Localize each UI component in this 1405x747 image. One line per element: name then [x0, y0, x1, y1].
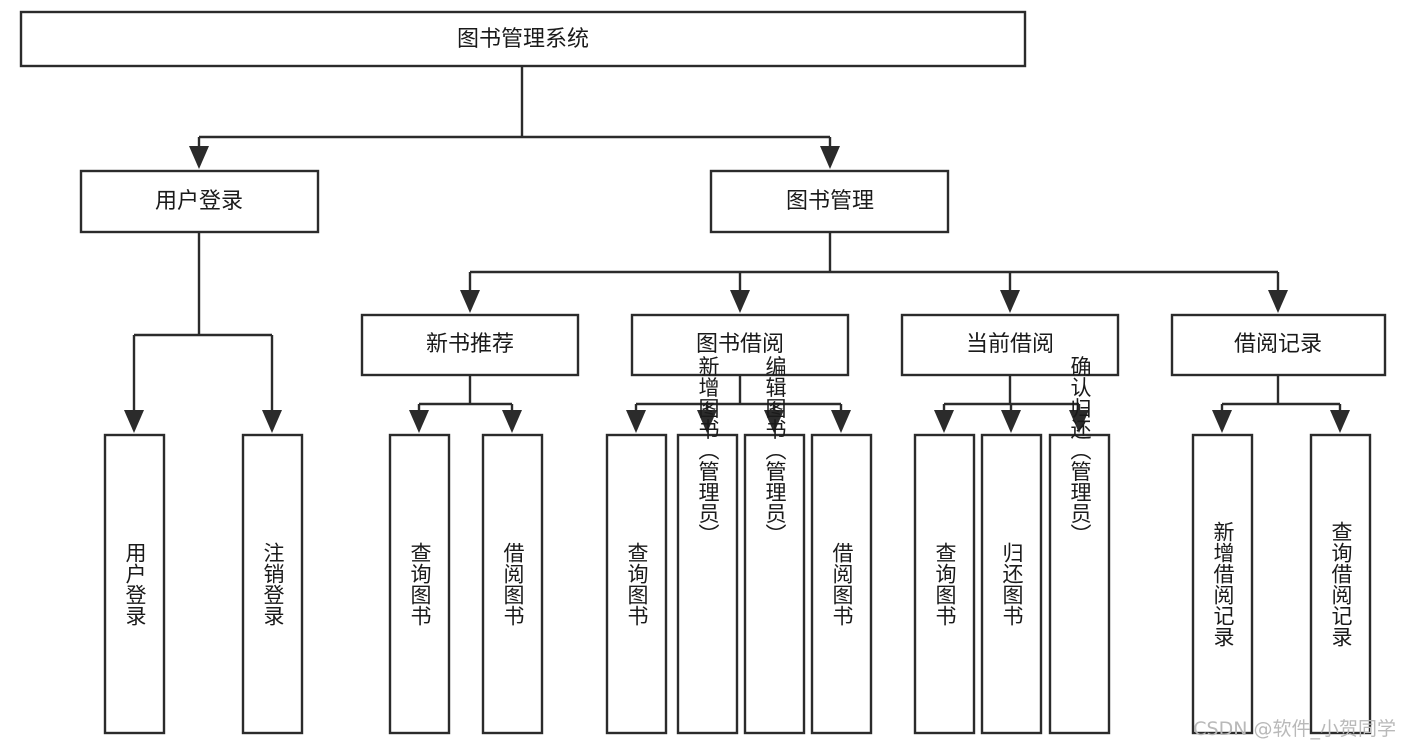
arrow-head-leaf-borrow-book-1: [502, 410, 522, 433]
node-leaf-query-book-1-rect: [388, 433, 451, 735]
node-leaf-user-logout-rect: [241, 433, 304, 735]
node-leaf-add-book-rect: [676, 433, 739, 735]
node-root-book-system[interactable]: 图书管理系统: [19, 10, 1027, 68]
arrow-head-book-borrow: [730, 290, 750, 313]
arrow-head-leaf-add-book: [697, 410, 717, 433]
node-leaf-query-book-3[interactable]: 查询图书: [913, 433, 976, 735]
arrow-head-leaf-confirm-return: [1069, 410, 1089, 433]
node-leaf-user-logout[interactable]: 注销登录: [241, 433, 304, 735]
arrow-head-borrow-record: [1268, 290, 1288, 313]
arrow-head-book-management: [820, 146, 840, 169]
arrow-head-leaf-query-book-3: [934, 410, 954, 433]
node-leaf-add-book[interactable]: 新增图书（管理员）: [676, 356, 739, 735]
node-leaf-borrow-book-1-label: 借阅图书: [501, 542, 525, 626]
arrow-head-leaf-query-book-1: [409, 410, 429, 433]
node-leaf-return-book-rect: [980, 433, 1043, 735]
node-new-book-recommend[interactable]: 新书推荐: [360, 313, 580, 377]
node-leaf-borrow-book-2-label: 借阅图书: [830, 542, 854, 626]
node-leaf-borrow-book-1[interactable]: 借阅图书: [481, 433, 544, 735]
node-current-borrow-label: 当前借阅: [966, 332, 1054, 357]
arrow-head-leaf-return-book: [1001, 410, 1021, 433]
arrow-head-leaf-user-login: [124, 410, 144, 433]
node-current-borrow-rect: [900, 313, 1120, 377]
node-leaf-borrow-book-2-rect: [810, 433, 873, 735]
node-leaf-query-record-rect: [1309, 433, 1372, 735]
node-new-book-recommend-label: 新书推荐: [426, 332, 514, 357]
node-leaf-query-book-1-label: 查询图书: [408, 542, 432, 626]
csdn-watermark: CSDN @软件_小贺同学: [1193, 718, 1396, 740]
arrow-head-leaf-add-record: [1212, 410, 1232, 433]
node-book-borrow-rect: [630, 313, 850, 377]
node-borrow-record[interactable]: 借阅记录: [1170, 313, 1387, 377]
node-leaf-borrow-book-2[interactable]: 借阅图书: [810, 433, 873, 735]
node-leaf-return-book[interactable]: 归还图书: [980, 433, 1043, 735]
node-leaf-user-logout-label: 注销登录: [261, 542, 285, 626]
node-leaf-add-book-label: 新增图书（管理员）: [696, 356, 720, 545]
node-user-login[interactable]: 用户登录: [79, 169, 320, 234]
node-leaf-user-login[interactable]: 用户登录: [103, 433, 166, 735]
node-borrow-record-rect: [1170, 313, 1387, 377]
node-leaf-confirm-return-label: 确认归还（管理员）: [1068, 356, 1092, 545]
node-leaf-add-record-rect: [1191, 433, 1254, 735]
node-new-book-recommend-rect: [360, 313, 580, 377]
node-leaf-edit-book-rect: [743, 433, 806, 735]
node-borrow-record-label: 借阅记录: [1234, 332, 1322, 357]
arrow-head-leaf-borrow-book-2: [831, 410, 851, 433]
node-leaf-query-book-3-rect: [913, 433, 976, 735]
node-leaf-query-book-2[interactable]: 查询图书: [605, 433, 668, 735]
node-root-label: 图书管理系统: [457, 27, 589, 52]
node-leaf-query-book-2-label: 查询图书: [625, 542, 649, 626]
node-book-borrow-label: 图书借阅: [696, 332, 784, 357]
node-leaf-confirm-return[interactable]: 确认归还（管理员）: [1048, 356, 1111, 735]
arrow-head-user-login: [189, 146, 209, 169]
arrow-head-leaf-query-book-2: [626, 410, 646, 433]
node-leaf-query-record-label: 查询借阅记录: [1329, 521, 1353, 647]
node-leaf-query-book-2-rect: [605, 433, 668, 735]
node-leaf-query-book-1[interactable]: 查询图书: [388, 433, 451, 735]
node-leaf-add-record-label: 新增借阅记录: [1211, 521, 1235, 647]
node-leaf-return-book-label: 归还图书: [1000, 542, 1024, 626]
node-leaf-edit-book[interactable]: 编辑图书（管理员）: [743, 356, 806, 735]
node-current-borrow[interactable]: 当前借阅: [900, 313, 1120, 377]
node-book-management-label: 图书管理: [786, 189, 874, 214]
node-leaf-query-book-3-label: 查询图书: [933, 542, 957, 626]
connector-layer: [124, 66, 1350, 433]
node-book-borrow[interactable]: 图书借阅: [630, 313, 850, 377]
node-user-login-label: 用户登录: [155, 189, 243, 214]
node-leaf-user-login-label: 用户登录: [123, 542, 147, 626]
node-book-management[interactable]: 图书管理: [709, 169, 950, 234]
node-leaf-query-record[interactable]: 查询借阅记录: [1309, 433, 1372, 735]
node-root-rect: [19, 10, 1027, 68]
node-leaf-edit-book-label: 编辑图书（管理员）: [763, 356, 787, 545]
node-user-login-rect: [79, 169, 320, 234]
node-book-management-rect: [709, 169, 950, 234]
node-leaf-borrow-book-1-rect: [481, 433, 544, 735]
arrow-head-current-borrow: [1000, 290, 1020, 313]
node-leaf-user-login-rect: [103, 433, 166, 735]
arrow-head-leaf-query-record: [1330, 410, 1350, 433]
node-leaf-add-record[interactable]: 新增借阅记录: [1191, 433, 1254, 735]
node-leaf-confirm-return-rect: [1048, 433, 1111, 735]
arrow-head-new-book-recommend: [460, 290, 480, 313]
arrow-head-leaf-edit-book: [764, 410, 784, 433]
arrow-head-leaf-user-logout: [262, 410, 282, 433]
